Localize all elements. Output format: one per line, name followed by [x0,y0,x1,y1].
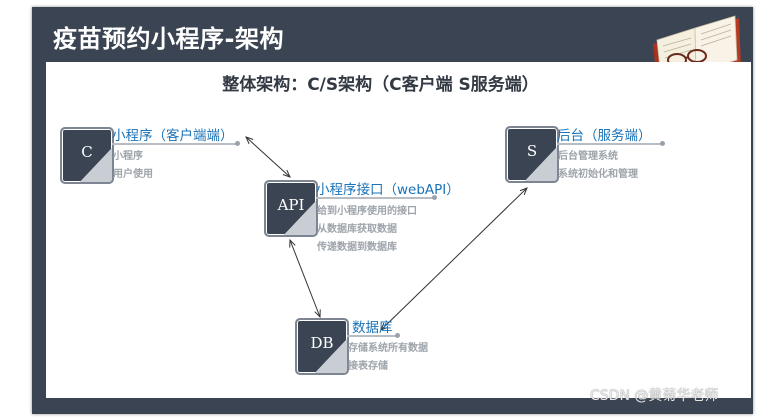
server-underline [557,143,663,145]
server-box: S [505,126,559,183]
connector-client-api [246,137,290,177]
server-description: 后台管理系统 系统初始化和管理 [558,148,638,184]
server-underline-dot [660,141,665,146]
api-desc-line-1: 给到小程序使用的接口 [317,206,417,217]
diagram-subtitle: 整体架构：C/S架构（C客户端 S服务端） [222,75,539,95]
client-box: C [60,127,114,184]
client-underline [112,143,238,145]
api-underline [316,197,434,199]
api-title: 小程序接口（webAPI） [316,182,460,198]
db-desc-line-1: 存储系统所有数据 [348,343,428,354]
db-box-label: DB [310,334,334,352]
connector-db-server [381,188,527,330]
server-box-label: S [526,142,538,160]
db-title: 数据库 [352,320,393,336]
api-desc-line-2: 从数据库获取数据 [317,224,397,235]
api-box-label: API [277,196,305,214]
api-underline-dot [432,195,437,200]
client-box-label: C [81,143,93,161]
slide-title: 疫苗预约小程序-架构 [53,25,284,53]
connector-api-db [290,240,320,317]
server-title: 后台（服务端） [557,128,652,144]
db-description: 存储系统所有数据 接表存储 [348,340,428,376]
open-book-with-glasses-icon [653,15,741,84]
server-desc-line-1: 后台管理系统 [558,151,618,162]
api-box: API [264,180,318,237]
db-box: DB [295,318,349,375]
api-desc-line-3: 传递数据到数据库 [317,242,397,253]
client-underline-dot [235,141,240,146]
client-description: 小程序 用户使用 [113,148,153,184]
db-desc-line-2: 接表存储 [348,361,388,372]
client-title: 小程序（客户端端） [112,128,234,144]
csdn-watermark: CSDN @黄菊华老师 [590,388,719,404]
client-desc-line-2: 用户使用 [113,169,153,180]
server-desc-line-2: 系统初始化和管理 [558,169,638,180]
db-underline [347,335,397,337]
client-desc-line-1: 小程序 [113,151,143,162]
db-underline-dot [395,333,400,338]
api-description: 给到小程序使用的接口 从数据库获取数据 传递数据到数据库 [317,203,417,257]
